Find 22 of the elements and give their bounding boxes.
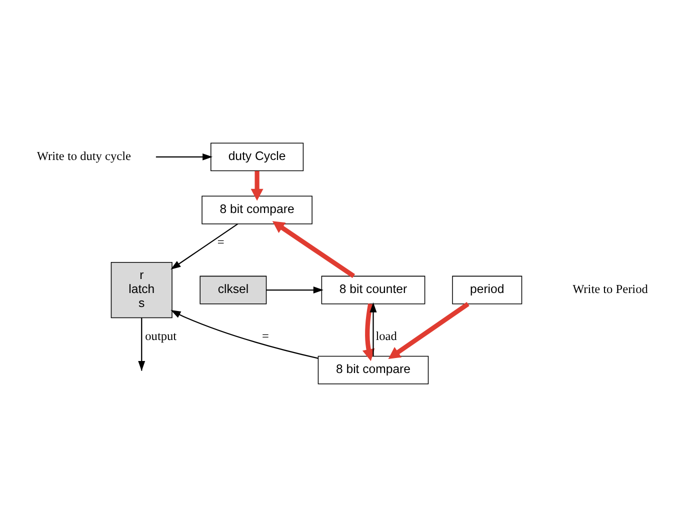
node-text: Write to duty cycle — [36, 148, 131, 163]
arrow — [266, 286, 324, 294]
arrow — [170, 310, 318, 359]
node-box: 8 bit compare — [318, 356, 429, 384]
arrow — [362, 304, 375, 362]
arrow — [370, 302, 377, 356]
arrow — [388, 302, 470, 359]
edge-label: = — [217, 235, 224, 250]
edge-label: output — [145, 328, 177, 343]
node-box: clksel — [200, 276, 267, 304]
arrow — [156, 153, 213, 160]
node-text: Write to Period — [572, 282, 648, 296]
arrow — [170, 223, 238, 270]
edge-label: load — [376, 328, 397, 343]
arrow — [250, 170, 264, 201]
node-box: period — [452, 276, 522, 304]
arrow — [272, 221, 356, 278]
node-box: duty Cycle — [210, 142, 304, 172]
edge-label: = — [262, 328, 269, 343]
node-box: r latch s — [110, 262, 172, 318]
node-box: 8 bit compare — [202, 196, 312, 224]
node-box: 8 bit counter — [321, 276, 426, 304]
